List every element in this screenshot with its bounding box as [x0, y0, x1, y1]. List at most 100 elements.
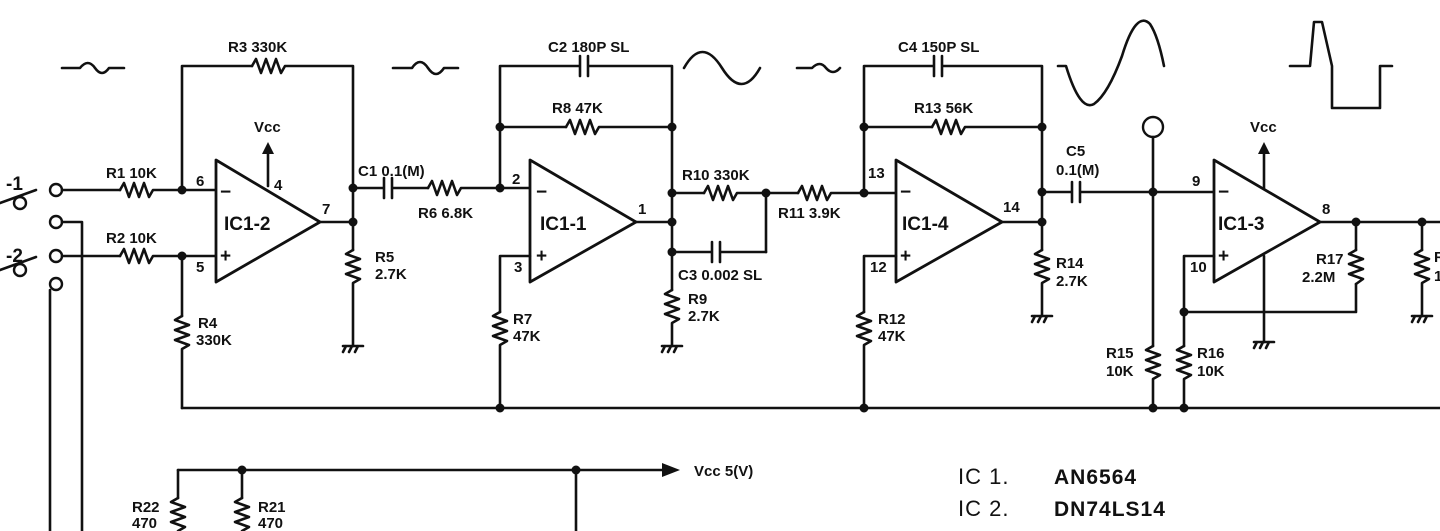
r13-label: R13 56K	[914, 100, 973, 117]
ic1-2-label: IC1-2	[224, 214, 270, 235]
r15-value: 10K	[1106, 363, 1134, 380]
r14-resistor	[1033, 248, 1051, 318]
vcc-label-2: Vcc	[1250, 119, 1277, 136]
pin-2: 2	[512, 171, 520, 188]
r12-resistor	[855, 310, 873, 410]
r5-resistor	[344, 248, 362, 348]
r10-resistor	[702, 184, 768, 254]
vcc-label-1: Vcc	[254, 119, 281, 136]
c5-label: C5	[1066, 143, 1085, 160]
r9-label: R9	[688, 291, 707, 308]
legend-ic2-value: DN74LS14	[1054, 498, 1166, 521]
coupling-c5: C5 0.1(M) R15 10K	[1040, 115, 1216, 410]
r7-resistor	[491, 310, 509, 410]
c1-label: C1 0.1(M)	[358, 163, 425, 180]
ic1-3-label: IC1-3	[1218, 214, 1264, 235]
r21-label: R21	[258, 499, 286, 516]
r12-label: R12	[878, 311, 906, 328]
r4-resistor	[173, 314, 191, 410]
waveform-sketches	[60, 19, 1394, 110]
r3-resistor	[250, 57, 355, 224]
pin-5: 5	[196, 259, 204, 276]
stage-ic1-4: C4 150P SL R13 56K IC1-4 − + 13 12 14 R1…	[855, 39, 1088, 410]
r17-value: 2.2M	[1302, 269, 1335, 286]
r16-resistor	[1175, 344, 1193, 410]
switch-contact	[48, 214, 64, 230]
r2-resistor	[118, 247, 218, 265]
r6-resistor	[426, 179, 532, 197]
pin-8: 8	[1322, 201, 1330, 218]
r21-resistor	[233, 496, 251, 531]
r22-resistor	[169, 496, 187, 531]
pin-14: 14	[1003, 199, 1020, 216]
svg-text:+: +	[536, 246, 547, 267]
waveform-2-small-sine	[391, 60, 460, 76]
ic1-1-label: IC1-1	[540, 214, 587, 235]
r15-resistor	[1144, 344, 1162, 410]
r3-label: R3 330K	[228, 39, 287, 56]
ic1-4-label: IC1-4	[902, 214, 949, 235]
svg-text:+: +	[1218, 246, 1229, 267]
r10-label: R10 330K	[682, 167, 750, 184]
pin-13: 13	[868, 165, 885, 182]
pin-1: 1	[638, 201, 646, 218]
pin-4: 4	[274, 177, 283, 194]
legend-ic1-value: AN6564	[1054, 466, 1137, 489]
svg-text:1: 1	[1434, 268, 1440, 285]
r12-value: 47K	[878, 328, 906, 345]
r17-resistor	[1347, 248, 1365, 286]
r2-label: R2 10K	[106, 230, 157, 247]
r1-label: R1 10K	[106, 165, 157, 182]
coupling-c1-r6: C1 0.1(M) R6 6.8K	[351, 163, 532, 222]
pin-10: 10	[1190, 259, 1207, 276]
r14-label: R14	[1056, 255, 1084, 272]
svg-text:+: +	[220, 246, 231, 267]
r16-label: R16	[1197, 345, 1225, 362]
legend-ic2-key: IC 2.	[958, 496, 1009, 521]
switch-contact	[48, 276, 64, 292]
pin-12: 12	[870, 259, 887, 276]
ic1-2-opamp	[214, 158, 322, 284]
pin-6: 6	[196, 173, 204, 190]
switch-contact	[48, 248, 64, 264]
test-point	[1141, 115, 1165, 139]
switch-contact	[12, 195, 28, 211]
pin-9: 9	[1192, 173, 1200, 190]
r22-label: R22	[132, 499, 160, 516]
input-selector-switch: -1 -2	[0, 174, 122, 531]
r11-resistor	[796, 184, 898, 202]
common-bus	[180, 403, 1440, 413]
waveform-4-small-sine	[795, 62, 842, 74]
svg-text:−: −	[1218, 182, 1229, 203]
r16-value: 10K	[1197, 363, 1225, 380]
r1-resistor	[118, 181, 218, 199]
r4-value: 330K	[196, 332, 232, 349]
r21-value: 470	[258, 515, 283, 531]
switch-contact	[12, 262, 28, 278]
stage-ic1-1: C2 180P SL R8 47K IC1-1 − + 2 3 1 R7 47K…	[491, 39, 898, 410]
stage-ic1-3: IC1-3 − + 9 10 8 Vcc R16 10K R17 2.2M R …	[1175, 119, 1440, 410]
svg-text:−: −	[536, 182, 547, 203]
r9-resistor	[663, 288, 681, 348]
waveform-5-large-sine	[1056, 19, 1166, 107]
waveform-3-medium-sine	[682, 50, 762, 86]
r22-value: 470	[132, 515, 157, 531]
ic1-4-opamp	[894, 158, 1004, 284]
legend-ic1-key: IC 1.	[958, 464, 1009, 489]
r7-value: 47K	[513, 328, 541, 345]
svg-text:−: −	[220, 182, 231, 203]
c5-value: 0.1(M)	[1056, 162, 1099, 179]
r15-label: R15	[1106, 345, 1134, 362]
switch-contact	[48, 182, 64, 198]
r5-value: 2.7K	[375, 266, 407, 283]
c4-label: C4 150P SL	[898, 39, 979, 56]
ic1-3-opamp	[1212, 158, 1322, 284]
r6-label: R6 6.8K	[418, 205, 473, 222]
input-1-label: -1	[6, 174, 23, 195]
pin-3: 3	[514, 259, 522, 276]
r4-label: R4	[198, 315, 218, 332]
c3-label: C3 0.002 SL	[678, 267, 762, 284]
c2-label: C2 180P SL	[548, 39, 629, 56]
waveform-6-square	[1288, 20, 1394, 110]
